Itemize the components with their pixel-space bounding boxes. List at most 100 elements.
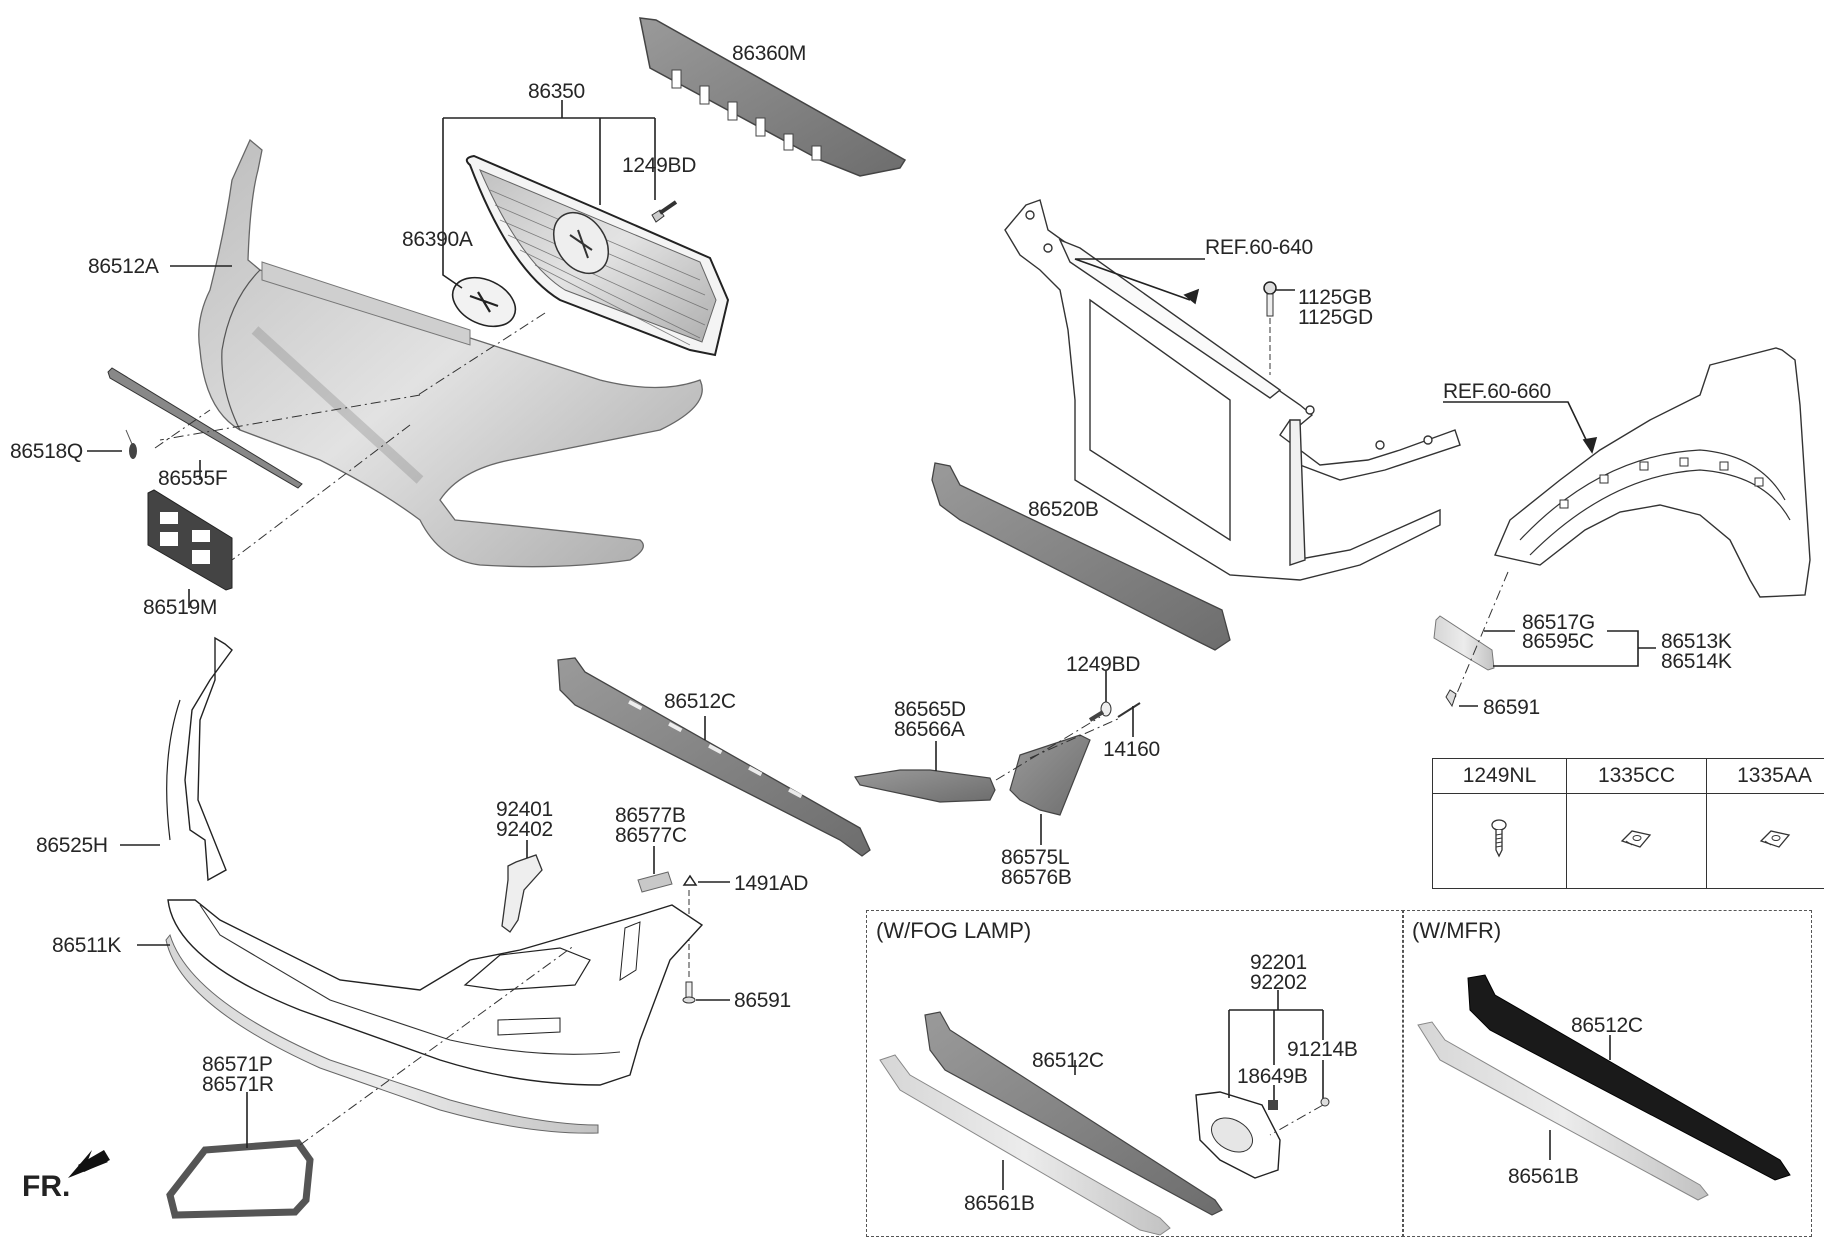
label-86350[interactable]: 86350: [528, 80, 585, 103]
label-fog-86561B[interactable]: 86561B: [964, 1192, 1035, 1215]
label-86566A[interactable]: 86566A: [894, 718, 965, 741]
part-86591-screw-mid: [682, 981, 696, 1004]
fog-lamp-option-box: [866, 910, 1404, 1237]
label-86577C[interactable]: 86577C: [615, 824, 687, 847]
part-86575L-bracket: [1009, 734, 1091, 816]
label-91214B[interactable]: 91214B: [1287, 1038, 1358, 1061]
label-fog-86512C[interactable]: 86512C: [1032, 1049, 1104, 1072]
label-mfr-86561B[interactable]: 86561B: [1508, 1165, 1579, 1188]
ref-640-leader: [1074, 258, 1205, 305]
assembly-lines-mid: [995, 716, 1121, 781]
part-86519M-license-bracket: [147, 489, 233, 591]
part-86512C-lower-grille: [557, 657, 871, 857]
part-86350-radiator-grille: [465, 154, 730, 357]
assembly-line-fender: [1451, 571, 1509, 706]
label-86577B[interactable]: 86577B: [615, 804, 686, 827]
label-1491AD[interactable]: 1491AD: [734, 872, 809, 895]
front-direction-label: FR.: [22, 1170, 71, 1203]
mfr-box-86512C: [1467, 974, 1791, 1181]
part-1125GB-bolt: [1263, 281, 1295, 375]
fog-box-86512C: [924, 1011, 1223, 1216]
leader-86513K: [1459, 630, 1656, 707]
label-86517G[interactable]: 86517G: [1522, 611, 1595, 634]
label-86565D[interactable]: 86565D: [894, 698, 966, 721]
fasteners-image-row: [1432, 793, 1824, 889]
part-86512A-bumper-cover-upper: [198, 138, 703, 568]
label-1249BD-mid[interactable]: 1249BD: [1066, 653, 1141, 676]
label-mfr-86512C[interactable]: 86512C: [1571, 1014, 1643, 1037]
label-86575L[interactable]: 86575L: [1001, 846, 1070, 869]
part-front-fender: [1494, 347, 1811, 598]
part-92401-fog-bracket: [501, 854, 543, 933]
label-18649B[interactable]: 18649B: [1237, 1065, 1308, 1088]
label-86512A[interactable]: 86512A: [88, 255, 159, 278]
label-92202[interactable]: 92202: [1250, 971, 1307, 994]
label-86595C[interactable]: 86595C: [1522, 630, 1594, 653]
label-86519M[interactable]: 86519M: [143, 596, 218, 619]
label-86512C[interactable]: 86512C: [664, 690, 736, 713]
part-86511K-bumper-cover-lower: [167, 899, 704, 1086]
fastener-header[interactable]: 1335AA: [1706, 758, 1824, 794]
leaders-left: [87, 265, 232, 946]
fog-lamp-box-title: (W/FOG LAMP): [876, 918, 1032, 943]
label-86360M[interactable]: 86360M: [732, 42, 807, 65]
fastener-header[interactable]: 1335CC: [1565, 758, 1708, 794]
fastener-cell-clip-cc: [1565, 793, 1708, 889]
ref-660-leader: [1443, 401, 1598, 454]
label-1125GD[interactable]: 1125GD: [1298, 306, 1373, 329]
part-86565D-side-grille: [854, 769, 996, 803]
part-86571P-fog-bezel: [166, 1139, 314, 1219]
fog-lamp-assembly: [1195, 1091, 1281, 1179]
label-1125GB[interactable]: 1125GB: [1298, 286, 1372, 309]
label-14160[interactable]: 14160: [1103, 738, 1160, 761]
fog-box-86561B: [879, 1054, 1171, 1236]
label-86591-mid[interactable]: 86591: [734, 989, 791, 1012]
part-86518Q-cap: [125, 429, 137, 459]
part-86577B-clip: [637, 871, 673, 893]
assembly-lines-top: [154, 312, 546, 561]
label-ref-60-640[interactable]: REF.60-640: [1205, 236, 1313, 259]
label-86520B[interactable]: 86520B: [1028, 498, 1099, 521]
label-86511K[interactable]: 86511K: [52, 934, 122, 957]
leader-86350: [442, 100, 656, 289]
part-18649B-socket: [1268, 1100, 1278, 1110]
part-86591-screw-right: [1445, 689, 1457, 708]
part-86520B-energy-absorber: [931, 462, 1231, 651]
fastener-cell-clip-aa: [1706, 793, 1824, 889]
part-1249BD-screw-mid: [1088, 701, 1112, 722]
part-86390A-emblem: [451, 276, 517, 328]
part-86360M-upper-absorber: [639, 17, 907, 177]
label-92201[interactable]: 92201: [1250, 951, 1307, 974]
label-86571R[interactable]: 86571R: [202, 1073, 274, 1096]
label-ref-60-660[interactable]: REF.60-660: [1443, 380, 1551, 403]
label-86390A[interactable]: 86390A: [402, 228, 473, 251]
label-86576B[interactable]: 86576B: [1001, 866, 1072, 889]
label-86571P[interactable]: 86571P: [202, 1053, 273, 1076]
label-86591-right[interactable]: 86591: [1483, 696, 1540, 719]
leaders-mfr: [1549, 1035, 1611, 1160]
label-92401[interactable]: 92401: [496, 798, 553, 821]
assembly-line-bezel: [299, 944, 576, 1146]
label-86514K[interactable]: 86514K: [1661, 650, 1732, 673]
speed-nut-clip-icon: [1621, 830, 1652, 848]
label-86518Q[interactable]: 86518Q: [10, 440, 83, 463]
label-86513K[interactable]: 86513K: [1661, 630, 1732, 653]
part-86525H-bumper-frame: [166, 636, 233, 882]
fastener-cell-screw: [1432, 793, 1567, 889]
part-lower-trim-strip: [165, 933, 599, 1134]
part-1491AD-clip: [682, 874, 698, 886]
mfr-box-86561B: [1417, 1021, 1709, 1201]
part-14160-pin: [1117, 702, 1141, 718]
label-86525H[interactable]: 86525H: [36, 834, 108, 857]
mfr-box-title: (W/MFR): [1412, 918, 1502, 943]
speed-nut-clip-icon: [1759, 830, 1790, 848]
part-radiator-support-frame: [1004, 199, 1461, 581]
part-86555F-moulding: [107, 367, 303, 489]
part-91214B-nut: [1320, 1097, 1330, 1107]
label-92402[interactable]: 92402: [496, 818, 553, 841]
label-86555F[interactable]: 86555F: [158, 467, 228, 490]
fastener-header[interactable]: 1249NL: [1432, 758, 1567, 794]
label-1249BD[interactable]: 1249BD: [622, 154, 697, 177]
